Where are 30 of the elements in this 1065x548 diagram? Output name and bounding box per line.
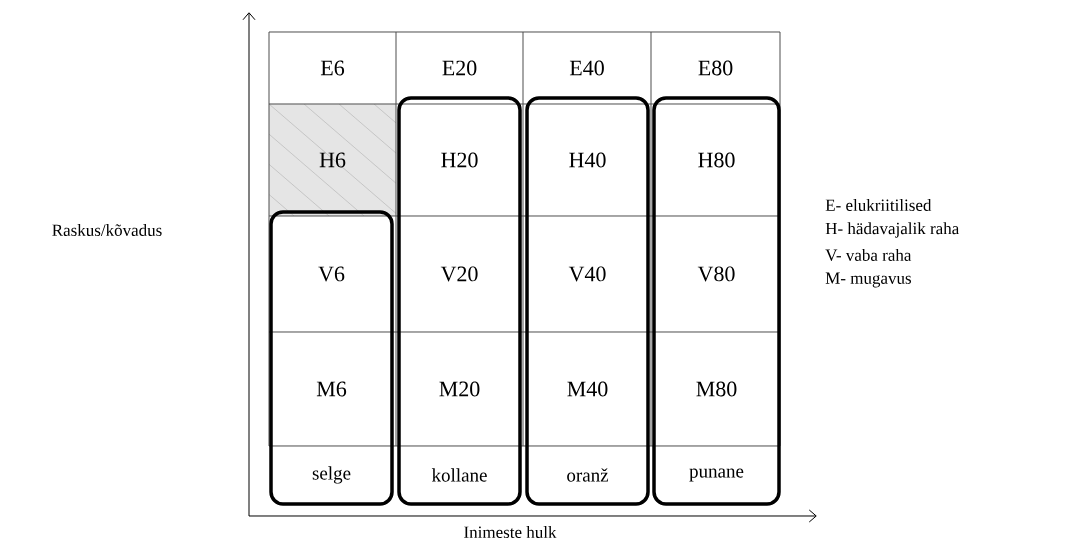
group-outline bbox=[269, 210, 394, 506]
axis-title: Raskus/kõvadus bbox=[52, 224, 162, 236]
grid-cell: E40 bbox=[569, 60, 604, 76]
grid-cell: V80 bbox=[697, 266, 735, 282]
legend-text: H- hädavajalik raha bbox=[825, 222, 959, 238]
grid-cell: H80 bbox=[698, 152, 735, 168]
grid-cell: H40 bbox=[569, 152, 606, 168]
column-label: punane bbox=[689, 468, 744, 482]
grid-cell: H6 bbox=[319, 152, 346, 168]
group-outline bbox=[397, 96, 522, 506]
grid-cell: E6 bbox=[320, 60, 345, 76]
grid-cell: E80 bbox=[698, 60, 733, 76]
legend-text: E- elukriitilised bbox=[825, 199, 932, 211]
grid-cell: V40 bbox=[568, 266, 606, 282]
group-outline bbox=[525, 96, 650, 506]
grid-cell: M6 bbox=[316, 381, 347, 397]
legend-text: M- mugavus bbox=[825, 272, 911, 288]
grid-cell: M20 bbox=[439, 381, 480, 397]
group-outline bbox=[652, 96, 781, 506]
grid-cell: V6 bbox=[318, 266, 345, 282]
column-label: kollane bbox=[431, 468, 487, 482]
legend-text: V- vaba raha bbox=[825, 248, 912, 261]
column-label: selge bbox=[312, 466, 351, 484]
grid-cell: M80 bbox=[696, 381, 737, 397]
grid-cell: E20 bbox=[442, 60, 477, 76]
grid-cell: V20 bbox=[440, 266, 478, 282]
grid-cell: M40 bbox=[567, 381, 608, 397]
axis-title: Inimeste hulk bbox=[464, 526, 557, 538]
column-label: oranž bbox=[567, 468, 609, 482]
grid-cell: H20 bbox=[441, 152, 478, 168]
